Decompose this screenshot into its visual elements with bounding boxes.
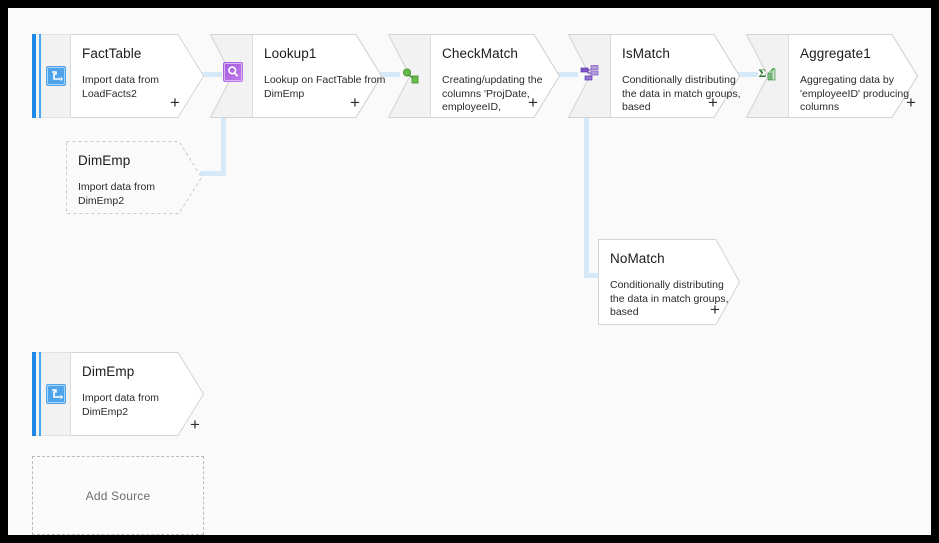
derived-column-icon [400,66,420,86]
node-description-ismatch: Conditionally distributing the data in m… [622,74,741,113]
node-description-checkmatch: Creating/updating the columns 'ProjDate,… [442,74,543,113]
node-title-dimemp-reference: DimEmp [78,153,131,168]
dataflow-canvas[interactable]: FactTable Import data from LoadFacts2 + … [8,8,931,535]
node-shape-dimemp-reference [66,141,202,214]
node-title-aggregate1: Aggregate1 [800,46,871,61]
connector-facttable-to-lookup1 [200,72,222,77]
node-shape-aggregate1 [746,34,918,118]
aggregate-icon: Σ [758,64,778,84]
node-description-aggregate1: Aggregating data by 'employeeID' produci… [800,74,910,113]
lookup-icon [223,62,243,82]
node-dimemp[interactable]: DimEmp Import data from DimEmp2 + [32,352,204,436]
conditional-split-icon [580,64,600,84]
add-next-step-aggregate1[interactable]: + [906,93,916,112]
node-description-dimemp: Import data from DimEmp2 [82,392,160,418]
add-next-step-lookup1[interactable]: + [350,93,360,112]
connector-checkmatch-to-ismatch [556,72,578,77]
connector-dimemp-to-lookup1-corner [221,168,226,176]
connector-ismatch-to-nomatch-horizontal [584,273,608,278]
svg-text:Σ: Σ [759,66,767,80]
add-next-step-facttable[interactable]: + [170,93,180,112]
connector-lookup1-to-checkmatch [378,72,400,77]
connector-ismatch-to-nomatch-vertical [584,116,589,276]
node-title-dimemp: DimEmp [82,364,135,379]
node-checkmatch[interactable]: CheckMatch Creating/updating the columns… [388,34,560,118]
node-title-facttable: FactTable [82,46,142,61]
source-accent-bar-dimemp [32,352,36,436]
add-next-step-nomatch[interactable]: + [710,300,720,319]
node-title-nomatch: NoMatch [610,251,665,266]
node-description-nomatch: Conditionally distributing the data in m… [610,279,729,318]
add-next-step-checkmatch[interactable]: + [528,93,538,112]
node-dimemp-reference[interactable]: DimEmp Import data from DimEmp2 [66,141,202,214]
add-next-step-dimemp[interactable]: + [190,415,200,434]
add-next-step-ismatch[interactable]: + [708,93,718,112]
node-description-facttable: Import data from LoadFacts2 [82,74,160,100]
import-source-icon [46,384,66,404]
node-ismatch[interactable]: IsMatch Conditionally distributing the d… [568,34,741,118]
add-source-label: Add Source [85,488,151,503]
source-accent-bar-inner-dimemp [39,352,41,436]
node-title-ismatch: IsMatch [622,46,670,61]
node-title-lookup1: Lookup1 [264,46,317,61]
dataflow-canvas-frame: FactTable Import data from LoadFacts2 + … [8,8,931,535]
node-shape-checkmatch [388,34,560,118]
node-shape-nomatch [598,239,740,325]
source-accent-bar-inner [39,34,41,118]
connector-ismatch-to-aggregate1 [736,72,758,77]
node-facttable[interactable]: FactTable Import data from LoadFacts2 + [32,34,204,118]
source-accent-bar [32,34,36,118]
node-aggregate1[interactable]: Σ Aggregate1 Aggregating data by 'employ… [746,34,918,118]
import-source-icon [46,66,66,86]
node-title-checkmatch: CheckMatch [442,46,519,61]
node-description-lookup1: Lookup on FactTable from DimEmp [264,74,386,100]
node-description-dimemp-reference: Import data from DimEmp2 [78,181,156,207]
connector-dimemp-to-lookup1-vertical [221,116,226,176]
connector-dimemp-to-lookup1-horizontal [200,171,226,176]
node-lookup1[interactable]: Lookup1 Lookup on FactTable from DimEmp … [210,34,385,118]
node-nomatch[interactable]: NoMatch Conditionally distributing the d… [598,239,740,325]
add-source-button[interactable]: Add Source [32,456,204,535]
